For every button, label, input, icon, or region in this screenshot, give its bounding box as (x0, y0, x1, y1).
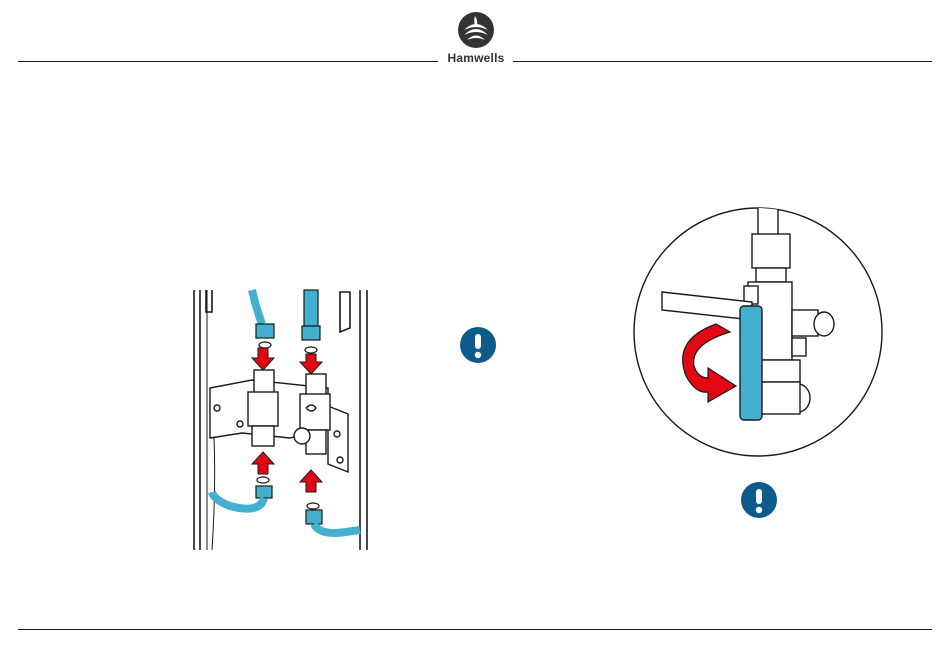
ball-valve-closing-diagram (632, 206, 884, 458)
header-rule-left (18, 61, 438, 62)
header-rule-right (513, 61, 932, 62)
hose-connection-diagram (190, 288, 376, 550)
hamwells-leaf-logo-icon (456, 10, 496, 50)
exclamation-notice-icon (459, 326, 497, 364)
brand-logo: Hamwells (438, 10, 514, 68)
exclamation-notice-icon (740, 481, 778, 519)
footer-rule (18, 629, 932, 630)
brand-name: Hamwells (438, 51, 514, 65)
